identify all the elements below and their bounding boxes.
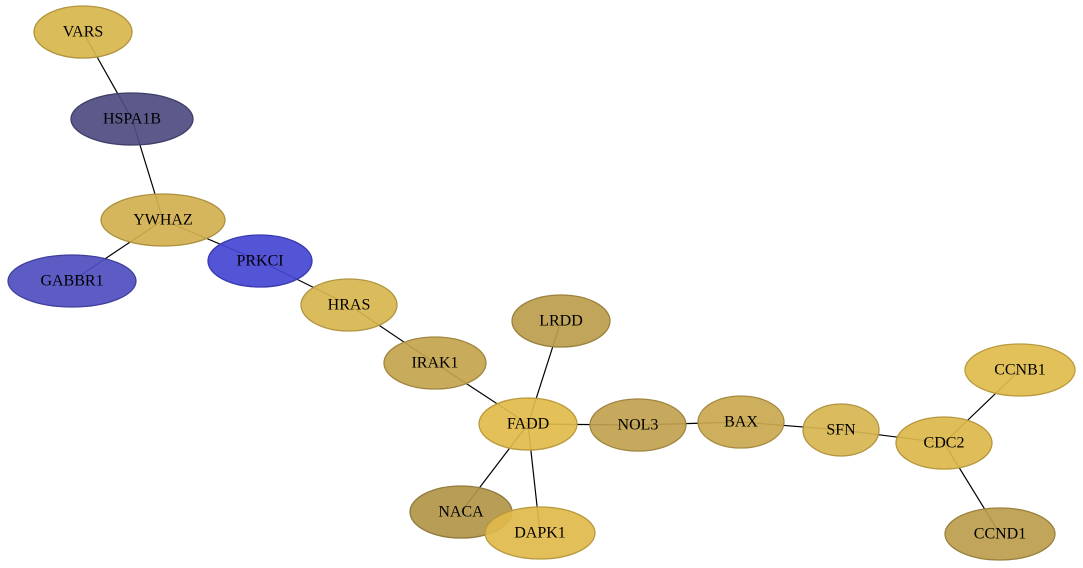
node-label: DAPK1 [514, 525, 566, 542]
node-ellipse [100, 193, 226, 247]
node-ellipse [964, 343, 1076, 397]
node-gabbr1[interactable]: GABBR1 [7, 254, 137, 308]
node-label: HSPA1B [103, 111, 161, 128]
node-label: CCNB1 [994, 362, 1046, 379]
node-hras[interactable]: HRAS [300, 278, 398, 332]
node-ellipse [383, 336, 487, 390]
node-label: NACA [438, 504, 484, 521]
node-ellipse [70, 92, 194, 146]
node-ellipse [7, 254, 137, 308]
node-nol3[interactable]: NOL3 [589, 398, 687, 452]
node-ellipse [944, 507, 1056, 561]
node-ccnb1[interactable]: CCNB1 [964, 343, 1076, 397]
node-lrdd[interactable]: LRDD [511, 294, 611, 348]
node-sfn[interactable]: SFN [802, 403, 880, 457]
node-hspa1b[interactable]: HSPA1B [70, 92, 194, 146]
node-label: BAX [724, 414, 758, 431]
node-irak1[interactable]: IRAK1 [383, 336, 487, 390]
node-label: IRAK1 [411, 355, 458, 372]
node-label: YWHAZ [133, 212, 193, 229]
node-label: HRAS [328, 297, 371, 314]
node-ellipse [511, 294, 611, 348]
edge-layer [71, 31, 1021, 535]
node-label: GABBR1 [40, 273, 103, 290]
node-ellipse [478, 397, 578, 451]
node-label: PRKCI [236, 253, 283, 270]
node-ellipse [895, 416, 993, 470]
node-fadd[interactable]: FADD [478, 397, 578, 451]
node-vars[interactable]: VARS [33, 5, 133, 59]
node-label: FADD [507, 416, 549, 433]
node-ellipse [207, 234, 313, 288]
node-label: CCND1 [974, 526, 1026, 543]
node-ccnd1[interactable]: CCND1 [944, 507, 1056, 561]
node-layer: VARS HSPA1B YWHAZ GABBR1 PRKCI HRAS IRAK1 LRDD F… [7, 5, 1076, 561]
node-ellipse [589, 398, 687, 452]
node-label: SFN [826, 422, 856, 439]
node-naca[interactable]: NACA [409, 485, 513, 539]
node-ywhaz[interactable]: YWHAZ [100, 193, 226, 247]
node-dapk1[interactable]: DAPK1 [484, 506, 596, 560]
node-label: VARS [63, 24, 104, 41]
node-ellipse [33, 5, 133, 59]
node-bax[interactable]: BAX [697, 395, 785, 449]
node-label: NOL3 [618, 417, 659, 434]
node-label: LRDD [539, 313, 583, 330]
node-ellipse [697, 395, 785, 449]
node-ellipse [484, 506, 596, 560]
node-prkci[interactable]: PRKCI [207, 234, 313, 288]
node-ellipse [300, 278, 398, 332]
node-ellipse [802, 403, 880, 457]
node-label: CDC2 [924, 435, 965, 452]
node-cdc2[interactable]: CDC2 [895, 416, 993, 470]
